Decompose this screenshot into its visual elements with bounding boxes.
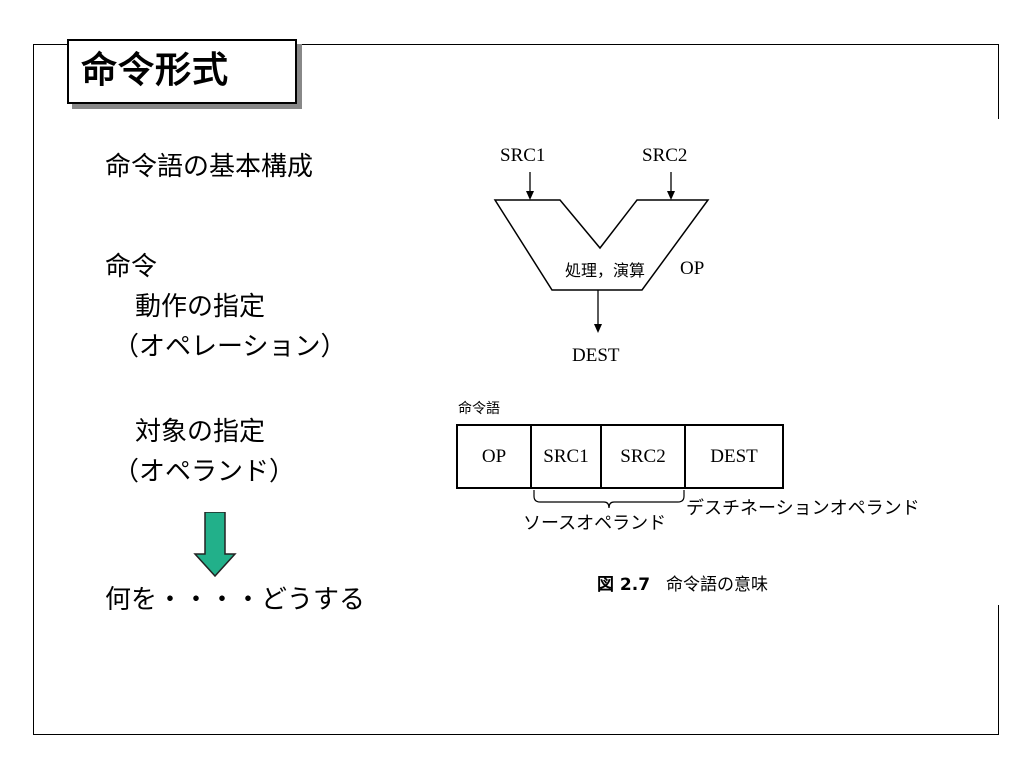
caption-number: 図 2.7 bbox=[597, 575, 651, 595]
action-text: 動作の指定 bbox=[135, 292, 266, 322]
instruction-text: 命令 bbox=[105, 252, 158, 282]
title-box: 命令形式 bbox=[67, 39, 297, 104]
format-cell-op: OP bbox=[456, 424, 532, 489]
frame-left-border bbox=[33, 44, 34, 735]
target-text: 対象の指定 bbox=[135, 417, 266, 447]
instruction-diagram bbox=[493, 172, 710, 333]
frame-right-border-top bbox=[998, 44, 999, 119]
figure-caption: 図 2.7 命令語の意味 bbox=[597, 574, 768, 596]
format-cell-src1: SRC1 bbox=[530, 424, 602, 489]
source-brace bbox=[533, 490, 685, 509]
src2-label: SRC2 bbox=[642, 145, 688, 166]
dest-operand-label: デスチネーションオペランド bbox=[686, 498, 920, 519]
summary-text: 何を・・・・どうする bbox=[105, 585, 366, 615]
heading-text: 命令語の基本構成 bbox=[105, 152, 314, 182]
source-operand-label: ソースオペランド bbox=[523, 513, 667, 534]
process-label: 処理，演算 bbox=[565, 263, 646, 280]
frame-bottom-border bbox=[33, 734, 999, 735]
frame-top-border bbox=[33, 44, 999, 45]
caption-text: 命令語の意味 bbox=[666, 575, 769, 595]
frame-right-border-bottom bbox=[998, 605, 999, 735]
down-arrow-icon bbox=[193, 512, 237, 578]
format-cell-src2: SRC2 bbox=[600, 424, 686, 489]
dest-label: DEST bbox=[572, 345, 620, 366]
slide-title: 命令形式 bbox=[81, 50, 230, 91]
op-label: OP bbox=[680, 258, 705, 279]
operand-text: （オペランド） bbox=[113, 457, 296, 487]
src1-label: SRC1 bbox=[500, 145, 546, 166]
format-label: 命令語 bbox=[458, 401, 500, 417]
format-cell-dest: DEST bbox=[684, 424, 784, 489]
operation-text: （オペレーション） bbox=[113, 332, 347, 362]
